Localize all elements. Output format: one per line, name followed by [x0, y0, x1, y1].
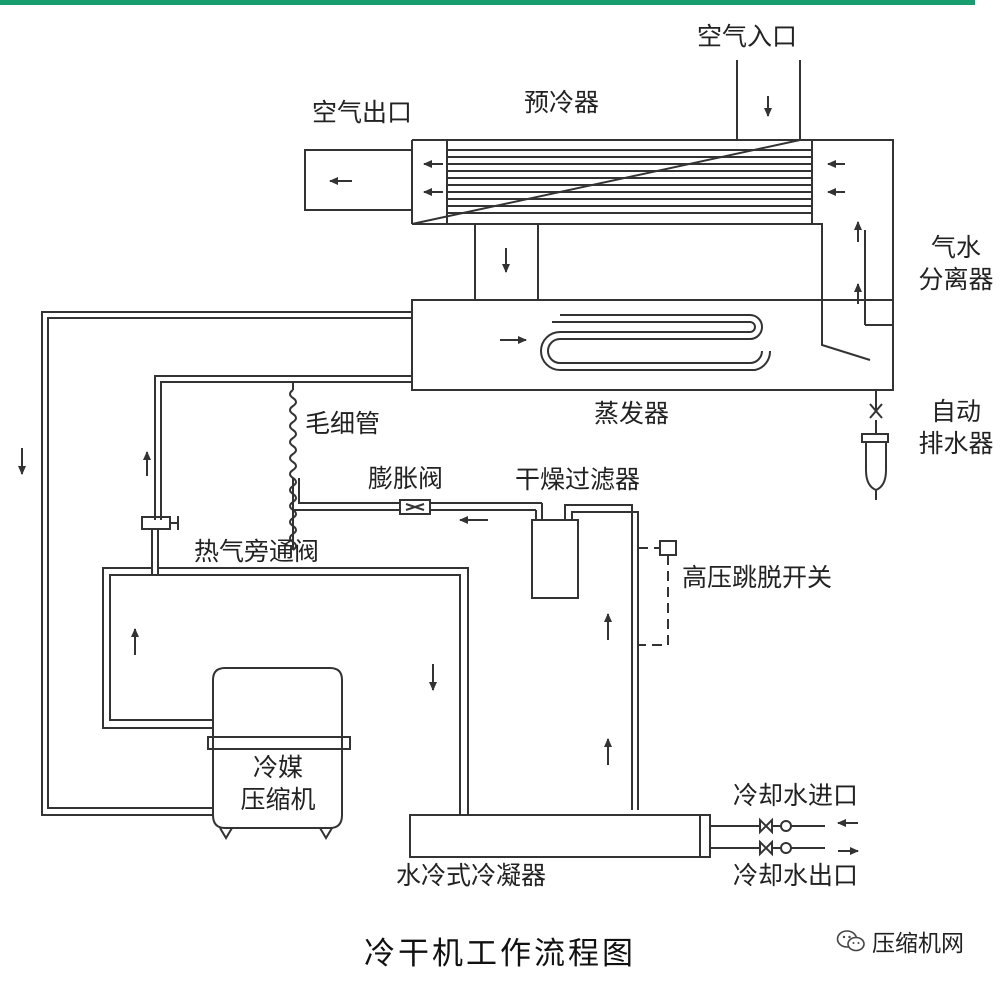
- brand-name: 压缩机网: [872, 931, 964, 957]
- water-cooled-condenser: [409, 814, 825, 858]
- expansion-valve-label: 膨胀阀: [368, 464, 444, 493]
- air-outlet-label: 空气出口: [312, 98, 413, 127]
- wechat-icon: [836, 930, 865, 952]
- brand-watermark: 压缩机网: [836, 926, 964, 957]
- diagram-caption: 冷干机工作流程图: [364, 936, 636, 972]
- capillary-tube: [289, 382, 400, 551]
- auto-drain-label: 自动 排水器: [918, 397, 994, 458]
- auto-drain: [861, 390, 889, 500]
- evaporator: [411, 299, 894, 391]
- air-inlet-label: 空气入口: [697, 22, 798, 51]
- top-accent-bar: [0, 0, 975, 5]
- capillary-label: 毛细管: [305, 409, 381, 438]
- compressor-label: 冷媒 压缩机: [240, 753, 316, 814]
- air-inlet-duct: [736, 60, 801, 140]
- evaporator-label: 蒸发器: [594, 399, 670, 428]
- high-pressure-switch: [638, 547, 669, 646]
- suction-line: [41, 311, 412, 816]
- hot-gas-bypass-label: 热气旁通阀: [194, 537, 320, 566]
- precooler-label: 预冷器: [524, 88, 600, 117]
- precooler: [411, 139, 894, 301]
- gas-water-separator: [864, 230, 893, 326]
- separator-label: 气水 分离器: [918, 233, 994, 294]
- refrigerant-compressor: [207, 667, 351, 840]
- air-outlet-duct: [304, 149, 412, 211]
- cooling-water-in-label: 冷却水进口: [733, 781, 859, 810]
- discharge-line: [102, 567, 469, 815]
- dryer-filter-label: 干燥过滤器: [515, 465, 641, 494]
- high-pressure-switch-label: 高压跳脱开关: [682, 563, 833, 592]
- condenser-label: 水冷式冷凝器: [396, 861, 547, 890]
- dryer-filter: [531, 503, 639, 810]
- expansion-valve: [399, 499, 542, 515]
- cooling-water-out-label: 冷却水出口: [733, 861, 859, 890]
